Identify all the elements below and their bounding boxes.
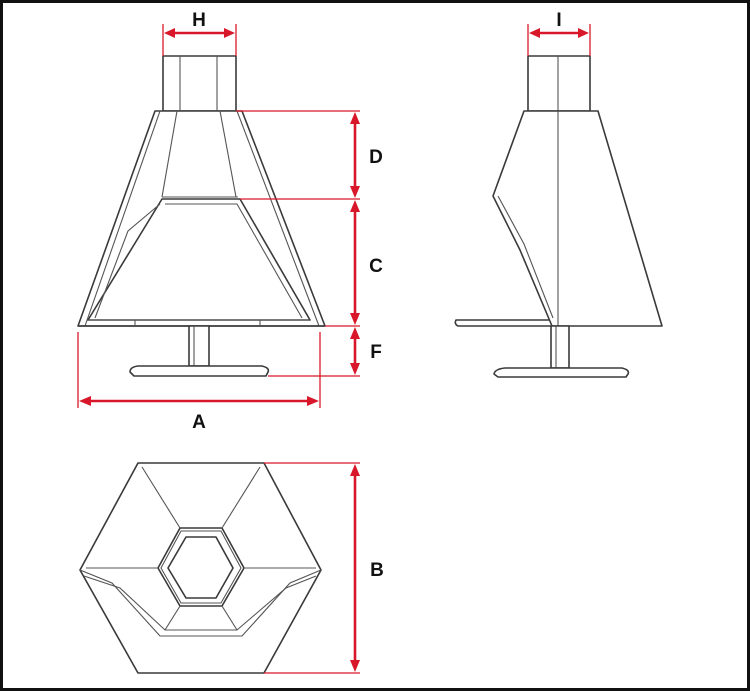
fireplace-dimension-diagram: H I D C F A B	[77, 10, 663, 674]
dimension-label-c: C	[369, 256, 383, 277]
side-base	[493, 367, 630, 378]
dimension-label-h: H	[192, 10, 206, 31]
dimension-lines	[77, 24, 591, 674]
dimension-label-b: B	[370, 560, 384, 581]
side-body	[492, 110, 663, 327]
dimension-label-a: A	[192, 412, 206, 433]
front-view	[77, 55, 326, 377]
side-stem	[550, 325, 570, 369]
top-inner-hexagon	[167, 536, 234, 599]
top-view	[79, 462, 322, 674]
dimension-label-i: I	[556, 10, 561, 31]
dimension-label-f: F	[370, 342, 382, 363]
side-flue-collar	[527, 55, 591, 112]
front-flue-collar	[162, 55, 237, 112]
dimension-label-d: D	[369, 147, 383, 168]
side-view	[454, 55, 663, 378]
side-hearth-shelf	[454, 319, 556, 327]
front-stem	[188, 325, 210, 367]
front-base	[129, 365, 270, 377]
